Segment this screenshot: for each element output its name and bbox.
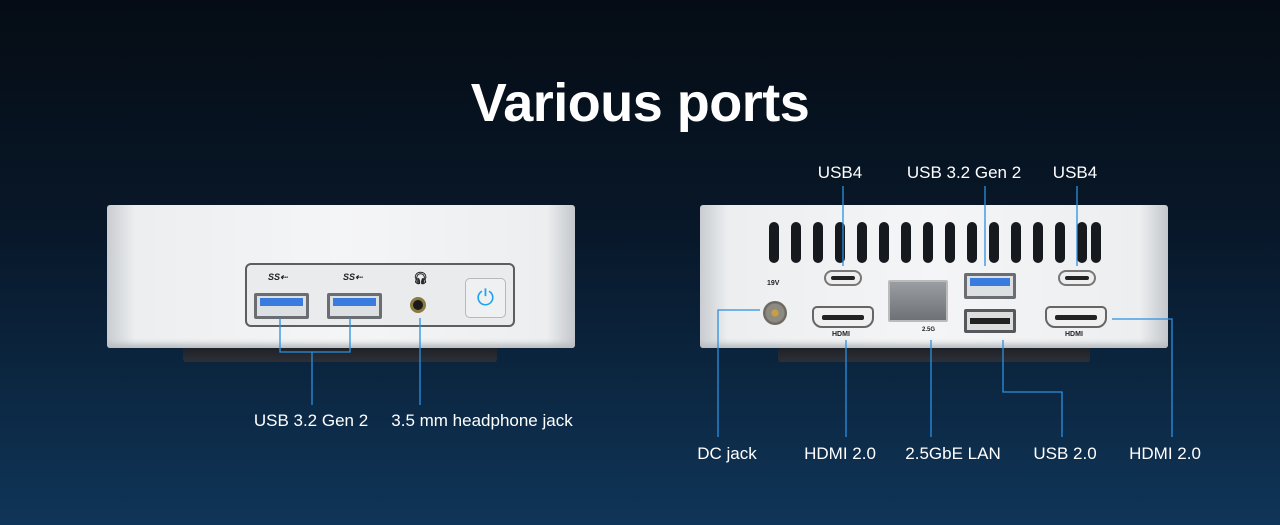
label-dc-jack: DC jack xyxy=(697,444,757,463)
callout-line-dc xyxy=(717,309,760,437)
front-usb-port-1 xyxy=(254,293,309,319)
label-hdmi-left: HDMI 2.0 xyxy=(804,444,876,463)
dc-jack xyxy=(763,301,787,325)
callout-line-usb2 xyxy=(1002,340,1063,437)
hdmi-mark: HDMI xyxy=(832,331,850,338)
label-hdmi-right: HDMI 2.0 xyxy=(1129,444,1201,463)
lan-port xyxy=(888,280,948,322)
dc-voltage-mark: 19V xyxy=(767,280,780,287)
usb4-port-right xyxy=(1058,270,1096,286)
front-foot xyxy=(183,348,497,362)
label-usb4-left: USB4 xyxy=(817,163,863,182)
label-usb4-right: USB4 xyxy=(1052,163,1098,182)
headphone-icon: 🎧︎ xyxy=(413,271,429,285)
label-lan: 2.5GbE LAN xyxy=(905,444,1001,463)
vent xyxy=(923,222,933,263)
vent xyxy=(1091,222,1101,263)
vent xyxy=(813,222,823,263)
vent xyxy=(1055,222,1065,263)
hdmi-mark: HDMI xyxy=(1065,331,1083,338)
vent xyxy=(967,222,977,263)
label-front-usb: USB 3.2 Gen 2 xyxy=(253,411,369,430)
ss-usb-icon: SS⇠ xyxy=(343,272,363,282)
vent xyxy=(1011,222,1021,263)
vent xyxy=(989,222,999,263)
hdmi-port-left xyxy=(812,306,874,328)
label-headphone-jack: 3.5 mm headphone jack xyxy=(391,411,573,430)
front-usb-port-2 xyxy=(327,293,382,319)
vent xyxy=(879,222,889,263)
vent xyxy=(857,222,867,263)
usb2-port xyxy=(964,309,1016,333)
lan-speed-mark: 2.5G xyxy=(922,327,936,333)
hdmi-port-right xyxy=(1045,306,1107,328)
vent xyxy=(769,222,779,263)
vent xyxy=(835,222,845,263)
callout-line-front-usb xyxy=(279,318,351,353)
ss-usb-icon: SS⇠ xyxy=(268,272,288,282)
label-usb2: USB 2.0 xyxy=(1033,444,1097,463)
vent xyxy=(1077,222,1087,263)
vent xyxy=(901,222,911,263)
callout-line-hdmi-right xyxy=(1112,318,1173,437)
label-usb32: USB 3.2 Gen 2 xyxy=(906,163,1022,182)
headphone-jack xyxy=(410,297,426,313)
vent xyxy=(1033,222,1043,263)
rear-foot xyxy=(778,348,1090,362)
power-icon: ⏻ xyxy=(476,285,495,310)
vent xyxy=(791,222,801,263)
power-button[interactable]: ⏻ xyxy=(465,278,506,318)
usb32-port xyxy=(964,273,1016,299)
page-title: Various ports xyxy=(470,73,810,133)
usb4-port-left xyxy=(824,270,862,286)
vent xyxy=(945,222,955,263)
